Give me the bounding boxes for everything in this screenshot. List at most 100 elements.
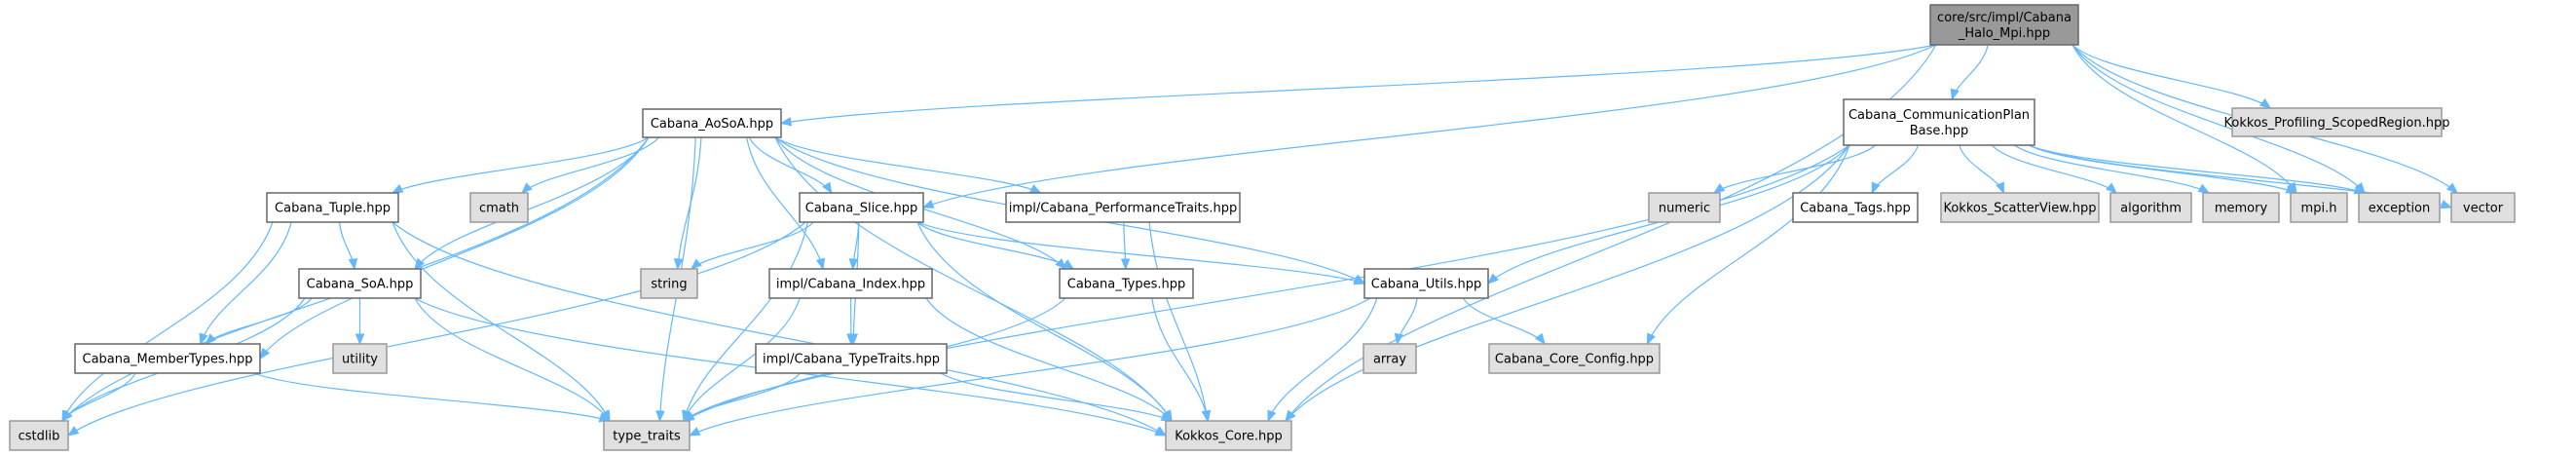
edge-commplan-to-scatterview [1959, 144, 2004, 195]
node-box [1488, 343, 1661, 374]
arrowhead-icon [1201, 409, 1212, 423]
edge-slice-to-kokkoscore [916, 221, 1173, 423]
arrowhead-icon [822, 181, 833, 195]
arrowhead-icon [846, 333, 856, 346]
edge-tuple-to-cstdlib [61, 221, 274, 423]
node-label: Cabana_Core_Config.hpp [1495, 353, 1654, 367]
edge-line [61, 221, 274, 422]
edge-aosoa-to-soa [414, 136, 650, 271]
edge-line [392, 221, 1167, 436]
node-perftraits[interactable]: impl/Cabana_PerformanceTraits.hpp [1005, 192, 1241, 223]
edge-line [392, 221, 611, 422]
edge-soa-to-utility [355, 298, 365, 346]
arrowhead-icon [205, 333, 217, 345]
arrowhead-icon [66, 426, 80, 436]
edge-soa-to-type_traits [414, 297, 611, 423]
node-label: exception [2369, 202, 2431, 216]
node-aosoa[interactable]: Cabana_AoSoA.hpp [642, 108, 782, 138]
node-halo[interactable]: core/src/impl/Cabana_Halo_Mpi.hpp [1929, 4, 2079, 46]
node-index[interactable]: impl/Cabana_Index.hpp [768, 268, 933, 299]
arrowhead-icon [1712, 183, 1726, 194]
edge-line [2072, 44, 2297, 194]
node-label: algorithm [2120, 202, 2182, 216]
node-label: numeric [1659, 202, 1710, 216]
node-types[interactable]: Cabana_Types.hpp [1059, 268, 1194, 299]
node-soa[interactable]: Cabana_SoA.hpp [298, 268, 422, 299]
edge-line [677, 136, 702, 270]
edge-line [916, 221, 1173, 422]
node-box [1005, 192, 1241, 223]
arrowhead-icon [414, 257, 426, 271]
node-box [2231, 107, 2443, 137]
arrowhead-icon [779, 117, 793, 127]
edge-line [746, 136, 824, 270]
edge-halo-to-slice [921, 44, 1937, 209]
node-label: vector [2463, 202, 2504, 216]
edge-line [689, 297, 1371, 436]
edge-line [67, 221, 806, 436]
edge-line [253, 372, 611, 422]
node-label: Cabana_AoSoA.hpp [651, 117, 773, 132]
edge-aosoa-to-slice [748, 136, 833, 195]
arrowhead-icon [1950, 88, 1960, 101]
edge-line [774, 136, 1173, 422]
edge-aosoa-to-tuple [391, 136, 650, 194]
arrowhead-icon [1996, 181, 2004, 195]
edge-line [521, 136, 659, 194]
arrowhead-icon [683, 410, 694, 422]
node-tuple[interactable]: Cabana_Tuple.hpp [266, 192, 399, 223]
node-label: Cabana_Slice.hpp [805, 202, 917, 216]
node-typetraitsimpl[interactable]: impl/Cabana_TypeTraits.hpp [755, 343, 948, 374]
arrowhead-icon [2446, 182, 2459, 194]
node-slice[interactable]: Cabana_Slice.hpp [799, 192, 924, 223]
edge-line [683, 144, 1850, 422]
node-string: string [640, 268, 698, 299]
node-tags[interactable]: Cabana_Tags.hpp [1792, 192, 1919, 223]
edge-commplan-to-memory [2014, 144, 2211, 194]
node-box [1648, 192, 1721, 223]
arrowhead-icon [2197, 183, 2211, 194]
node-label: Kokkos_ScatterView.hpp [1943, 202, 2096, 216]
edge-line [259, 136, 650, 360]
edge-line [922, 44, 1937, 209]
arrowhead-icon [1029, 184, 1042, 194]
node-scopedregion: Kokkos_Profiling_ScopedRegion.hpp [2224, 107, 2449, 137]
arrowhead-icon [521, 182, 533, 194]
node-label: Cabana_Utils.hpp [1371, 278, 1481, 292]
arrowhead-icon [1267, 409, 1277, 423]
edge-line [916, 221, 1074, 270]
edge-slice-to-types [916, 221, 1075, 270]
arrowhead-icon [921, 199, 935, 209]
arrowhead-icon [2259, 97, 2272, 109]
edge-line [1646, 144, 1850, 345]
edge-types-to-kokkoscore [1151, 297, 1212, 423]
node-mpi: mpi.h [2290, 192, 2348, 223]
edge-line [683, 221, 808, 422]
edge-typetraitsimpl-to-type_traits [683, 372, 801, 422]
edge-line [2014, 144, 2210, 194]
arrowhead-icon [815, 257, 826, 271]
node-label: Cabana_MemberTypes.hpp [83, 353, 253, 367]
node-membertypes[interactable]: Cabana_MemberTypes.hpp [74, 343, 261, 374]
node-box [1059, 268, 1194, 299]
edge-utils-to-array [1394, 297, 1418, 346]
node-utility: utility [332, 343, 388, 374]
edge-tuple-to-membertypes [199, 221, 292, 346]
edge-slice-to-utils [916, 221, 1366, 285]
node-label: Cabana_Tags.hpp [1800, 202, 1911, 216]
node-box [2358, 192, 2441, 223]
edge-line [925, 297, 1173, 422]
edge-aosoa-to-cmath [521, 136, 659, 194]
node-box [1929, 4, 2079, 46]
node-label: utility [342, 353, 378, 367]
node-numeric: numeric [1648, 192, 1721, 223]
edge-line [414, 297, 611, 422]
edge-line [2028, 144, 2297, 194]
node-utils[interactable]: Cabana_Utils.hpp [1363, 268, 1489, 299]
arrowhead-icon [690, 258, 702, 270]
node-cmath: cmath [469, 192, 529, 223]
edge-slice-to-cstdlib [66, 221, 806, 436]
edge-halo-to-aosoa [779, 44, 1937, 127]
node-scatterview: Kokkos_ScatterView.hpp [1940, 192, 2100, 223]
